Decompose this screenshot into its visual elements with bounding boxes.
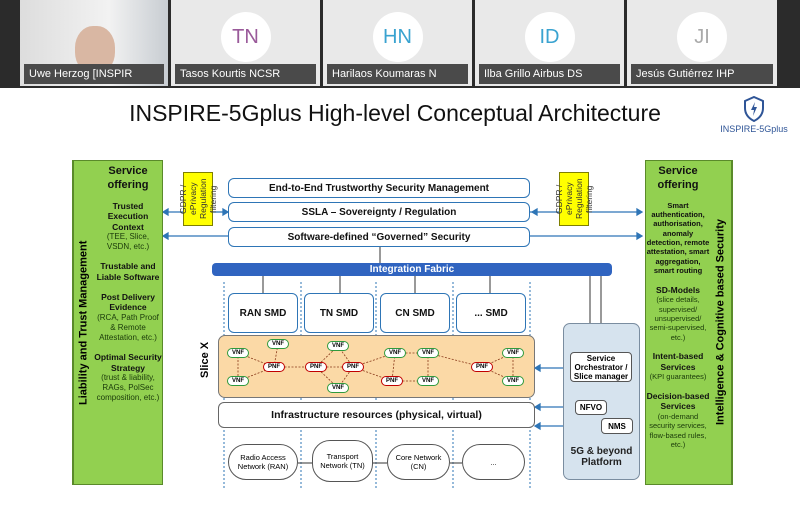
gdpr-filter-right: GDPR / ePrivacy Regulation filtering: [554, 172, 594, 226]
tn-smd: TN SMD: [304, 293, 374, 333]
platform-label: 5G & beyond Platform: [570, 446, 633, 468]
item-title: Decision-based Services: [646, 390, 710, 412]
nfvo-box: NFVO: [575, 400, 607, 415]
pnf-node: PNF: [471, 362, 493, 372]
other-smd: ... SMD: [456, 293, 526, 333]
slide-title: INSPIRE-5Gplus High-level Conceptual Arc…: [129, 100, 661, 126]
service-orchestrator: Service Orchestrator / Slice manager: [570, 352, 632, 382]
avatar: HN: [372, 12, 423, 62]
vnf-node: VNF: [502, 348, 524, 358]
vnf-node: VNF: [227, 376, 249, 386]
cloud-ran: Radio Access Network (RAN): [228, 444, 298, 480]
intelligence-security-label: Intelligence & Cognitive based Security: [710, 161, 732, 484]
liability-trust-panel: [72, 160, 163, 485]
right-service-offering: Service offering Smart authentication, a…: [646, 165, 710, 458]
item-detail: (on-demand security services, flow-based…: [649, 411, 707, 449]
participant-name: Jesús Gutiérrez IHP: [631, 64, 773, 84]
participant-name: Uwe Herzog [INSPIR: [24, 64, 164, 84]
item-detail: (RCA, Path Proof & Remote Attestation, e…: [97, 312, 159, 342]
pnf-node: PNF: [305, 362, 327, 372]
item-title: Smart authentication, authorisation, ano…: [646, 200, 710, 276]
vnf-node: VNF: [267, 339, 289, 349]
participant-tile[interactable]: JI Jesús Gutiérrez IHP: [627, 0, 777, 86]
pnf-node: PNF: [381, 376, 403, 386]
participant-name: Tasos Kourtis NCSR: [175, 64, 316, 84]
participant-tile[interactable]: Uwe Herzog [INSPIR: [20, 0, 168, 86]
slice-label: Slice X: [199, 341, 211, 379]
vnf-node: VNF: [227, 348, 249, 358]
participant-name: Ilba Grillo Airbus DS: [479, 64, 620, 84]
infrastructure-resources: Infrastructure resources (physical, virt…: [218, 402, 535, 428]
cn-smd: CN SMD: [380, 293, 450, 333]
pnf-node: PNF: [263, 362, 285, 372]
ran-smd: RAN SMD: [228, 293, 298, 333]
vnf-node: VNF: [327, 383, 349, 393]
service-offering-heading: Service offering: [107, 165, 149, 191]
item-title: SD-Models: [656, 284, 700, 295]
cloud-other: ...: [462, 444, 525, 480]
gdpr-filter-left: GDPR / ePrivacy Regulation filtering: [178, 172, 218, 226]
cloud-tn: Transport Network (TN): [312, 440, 373, 482]
nms-box: NMS: [601, 418, 633, 434]
item-title: Optimal Security Strategy: [94, 351, 162, 373]
participant-tile[interactable]: ID Ilba Grillo Airbus DS: [475, 0, 624, 86]
item-detail: (TEE, Slice, VSDN, etc.): [106, 232, 150, 252]
item-title: Trustable and Liable Software: [96, 261, 160, 282]
logo-text: INSPIRE-5Gplus: [720, 124, 788, 134]
item-detail: (trust & liability, RAGs, PolSec composi…: [96, 373, 160, 403]
shield-icon: [744, 95, 764, 123]
video-participant-strip: Uwe Herzog [INSPIR TN Tasos Kourtis NCSR…: [0, 0, 800, 88]
vnf-node: VNF: [502, 376, 524, 386]
e2e-security-management: End-to-End Trustworthy Security Manageme…: [228, 178, 530, 198]
pnf-node: PNF: [342, 362, 364, 372]
inspire-logo: INSPIRE-5Gplus: [714, 95, 794, 134]
item-title: Trusted Execution Context: [107, 200, 149, 232]
item-title: Intent-based Services: [652, 351, 704, 372]
vnf-node: VNF: [327, 341, 349, 351]
cloud-cn: Core Network (CN): [387, 444, 450, 480]
liability-trust-label: Liability and Trust Management: [73, 161, 93, 484]
avatar: TN: [220, 12, 271, 62]
avatar: ID: [524, 12, 575, 62]
vnf-node: VNF: [417, 376, 439, 386]
governed-security-layer: Software-defined “Governed” Security: [228, 227, 530, 247]
participant-name: Harilaos Koumaras N: [327, 64, 468, 84]
item-detail: (KPI guarantees): [649, 372, 707, 382]
left-service-offering: Service offering Trusted Execution Conte…: [94, 165, 162, 412]
item-title: Post Delivery Evidence: [101, 291, 155, 313]
ssla-layer: SSLA – Sovereignty / Regulation: [228, 202, 530, 222]
intelligence-security-panel: [645, 160, 733, 485]
item-detail: (slice details, supervised/ unsupervised…: [649, 295, 707, 342]
avatar: JI: [677, 12, 727, 62]
integration-fabric: Integration Fabric: [212, 263, 612, 276]
service-offering-heading: Service offering: [657, 165, 699, 191]
vnf-node: VNF: [417, 348, 439, 358]
participant-tile[interactable]: TN Tasos Kourtis NCSR: [171, 0, 320, 86]
vnf-node: VNF: [384, 348, 406, 358]
participant-tile[interactable]: HN Harilaos Koumaras N: [323, 0, 472, 86]
